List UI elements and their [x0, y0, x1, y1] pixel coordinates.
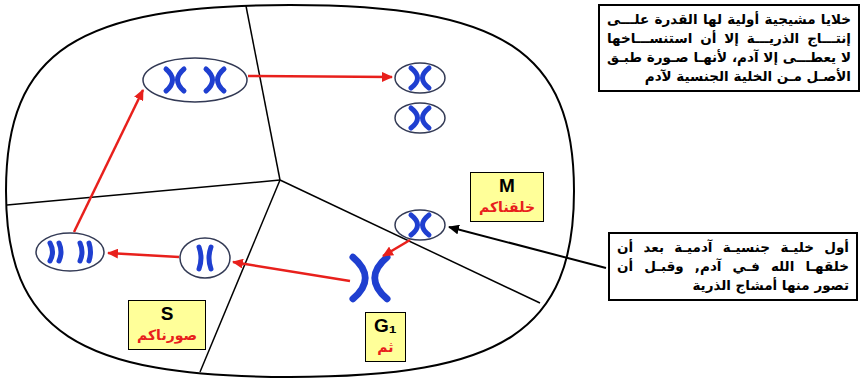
cycle-arrows — [74, 76, 410, 281]
cycle-outline — [6, 5, 574, 377]
phase-letter: S — [137, 303, 197, 326]
note-box: أول خليـة جنسيـة آدميـة بعد أن خلقهـا ال… — [608, 232, 858, 301]
note-box: خلايا مشيجية أولية لها القدرة علـــى إنت… — [598, 4, 860, 92]
phase-label-box: Sصورناكم — [128, 300, 206, 350]
phase-word: ثم — [374, 338, 397, 358]
phase-letter: M — [479, 175, 535, 198]
leader-arrow — [449, 227, 606, 268]
phase-label-box: G₁ثم — [365, 312, 406, 362]
note-text: أول خليـة جنسيـة آدميـة بعد أن خلقهـا ال… — [617, 238, 849, 295]
phase-label-box: Mخلقناكم — [470, 172, 544, 222]
phase-letter: G₁ — [374, 315, 397, 338]
sector-dividers — [7, 6, 540, 372]
note-text: خلايا مشيجية أولية لها القدرة علـــى إنت… — [607, 10, 851, 86]
cell-ellipses — [36, 58, 445, 278]
phase-word: صورناكم — [137, 326, 197, 346]
phase-word: خلقناكم — [479, 198, 535, 218]
chromosomes — [50, 68, 429, 299]
